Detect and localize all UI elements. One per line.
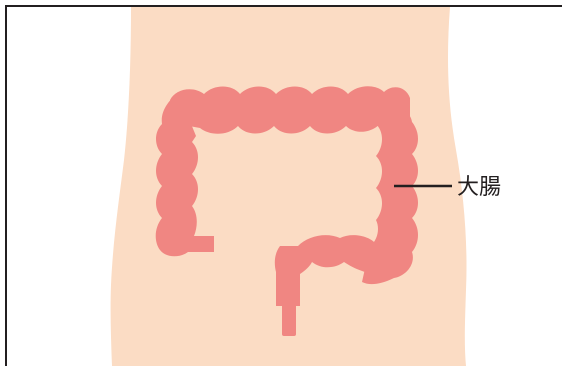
transverse-colon — [170, 86, 410, 134]
rectum — [282, 300, 296, 336]
label-large-intestine: 大腸 — [457, 175, 501, 200]
